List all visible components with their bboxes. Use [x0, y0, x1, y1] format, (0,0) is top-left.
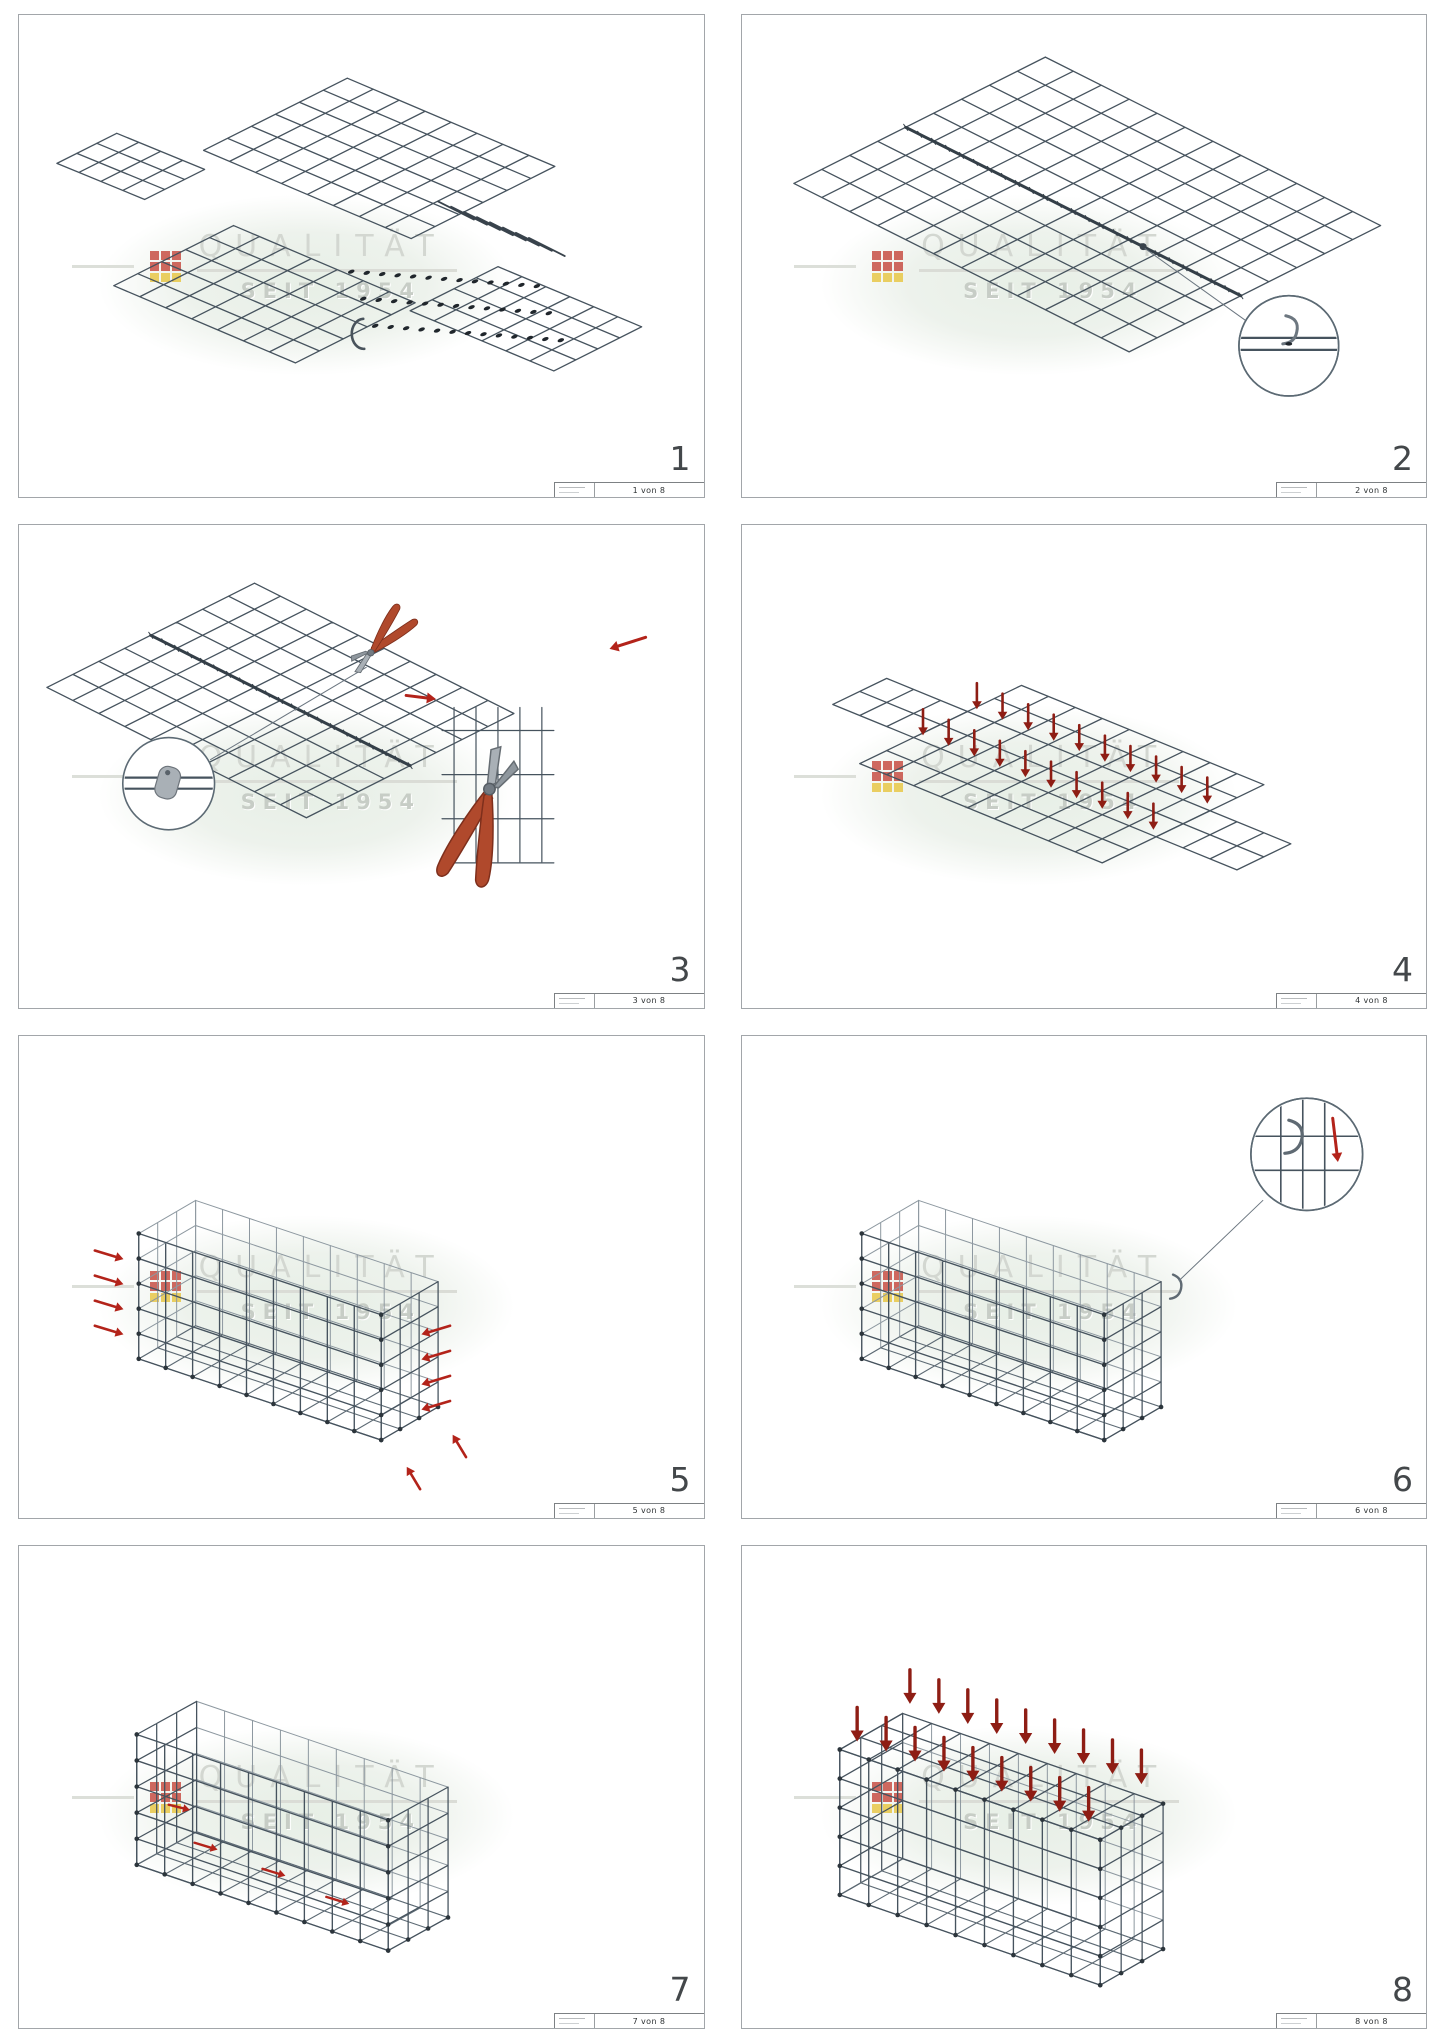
- title-block-field: [1277, 1503, 1317, 1518]
- title-block: 8 von 8: [1276, 2013, 1426, 2028]
- title-block: 2 von 8: [1276, 482, 1426, 498]
- step-number: 3: [669, 949, 691, 989]
- step-number: 7: [669, 1970, 691, 2009]
- step-7-secure-inner-seams: [134, 1700, 451, 1953]
- step-number: 6: [1392, 1459, 1413, 1499]
- title-block-field: [1277, 2014, 1317, 2028]
- step-2-panels-joined-with-spiral: [792, 56, 1381, 397]
- title-block-field: [554, 993, 595, 1008]
- step-panel-6: QUALITÄT SEIT 1954 6 6 von 8: [740, 1034, 1427, 1519]
- step-panel-7: QUALITÄT SEIT 1954 7 7 von 8: [18, 1544, 705, 2029]
- sheet-caption: 4 von 8: [1355, 996, 1388, 1005]
- step-3-fasten-clips-with-pliers: [46, 582, 648, 888]
- step-number: 1: [669, 439, 691, 479]
- title-block-field: [1277, 483, 1317, 498]
- title-block-field: [554, 1503, 595, 1518]
- sheet-caption: 2 von 8: [1355, 485, 1388, 495]
- sheet-caption: 7 von 8: [632, 2016, 666, 2026]
- step-number: 8: [1392, 1970, 1413, 2009]
- sheet-caption: 6 von 8: [1355, 1506, 1388, 1516]
- sheet-caption: 3 von 8: [632, 996, 666, 1005]
- title-block: 4 von 8: [1276, 992, 1426, 1008]
- title-block-field: [554, 483, 595, 498]
- title-block: 5 von 8: [553, 1502, 704, 1518]
- step-panel-5: QUALITÄT SEIT 1954 5 5 von 8: [18, 1034, 705, 1519]
- title-block-field: [554, 2014, 595, 2028]
- title-block-field: [1277, 993, 1317, 1008]
- step-number: 2: [1392, 439, 1413, 479]
- title-block: 3 von 8: [553, 992, 704, 1008]
- step-panel-3: QUALITÄT SEIT 1954 3 3 von 8: [18, 524, 705, 1009]
- title-block: 6 von 8: [1276, 1502, 1426, 1518]
- step-panel-1: QUALITÄT SEIT 1954 1 1 von 8: [18, 14, 705, 499]
- step-number: 5: [669, 1459, 691, 1499]
- step-panel-2: QUALITÄT SEIT 1954 2 2 von 8: [740, 14, 1427, 499]
- title-block: 1 von 8: [553, 482, 704, 498]
- step-panel-8: QUALITÄT SEIT 1954 8 8 von 8: [740, 1544, 1427, 2029]
- step-8-close-lid: [836, 1667, 1165, 1988]
- sheet-caption: 1 von 8: [632, 485, 666, 495]
- sheet-caption: 5 von 8: [632, 1506, 666, 1516]
- title-block: 7 von 8: [553, 2013, 704, 2028]
- sheet-caption: 8 von 8: [1355, 2016, 1388, 2026]
- step-number: 4: [1392, 949, 1413, 989]
- step-panel-4: QUALITÄT SEIT 1954 4 4 von 8: [740, 524, 1427, 1009]
- step-4-fold-lines-cross-layout: [831, 677, 1291, 871]
- step-5-raise-side-walls: [93, 1199, 468, 1490]
- step-1-mesh-parts-overview: [56, 77, 643, 372]
- step-6-insert-c-hooks: [858, 1096, 1363, 1442]
